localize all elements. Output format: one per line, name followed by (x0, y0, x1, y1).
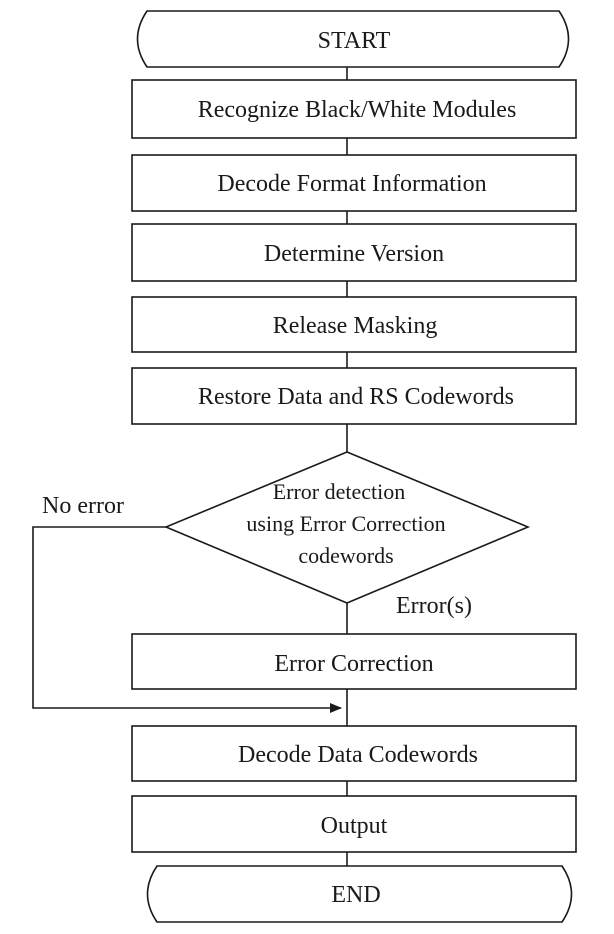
error-detection-decision: Error detection using Error Correction c… (163, 451, 531, 604)
step-correction-label: Error Correction (274, 651, 433, 677)
step-version-label: Determine Version (264, 241, 444, 267)
step-format-box (131, 154, 577, 212)
step-recognize-box (131, 79, 577, 139)
start-shape (136, 10, 570, 68)
step-masking-label: Release Masking (273, 313, 438, 339)
decision-line-3: codewords (298, 543, 393, 568)
step-decode-data-box (131, 725, 577, 782)
step-masking-box (131, 296, 577, 353)
step-restore-label: Restore Data and RS Codewords (198, 384, 514, 410)
step-recognize-label: Recognize Black/White Modules (198, 97, 517, 123)
step-decode-format: Decode Format Information (131, 154, 577, 212)
step-output-label: Output (321, 813, 388, 839)
step-output-box (131, 795, 577, 853)
decision-diamond (163, 451, 531, 604)
step-recognize-modules: Recognize Black/White Modules (131, 79, 577, 139)
step-decode-data: Decode Data Codewords (131, 725, 577, 782)
step-restore-box (131, 367, 577, 425)
end-terminator: END (146, 865, 573, 923)
start-terminator: START (136, 10, 570, 68)
step-restore-data: Restore Data and RS Codewords (131, 367, 577, 425)
step-release-masking: Release Masking (131, 296, 577, 353)
start-label: START (318, 28, 391, 54)
step-error-correction: Error Correction (131, 633, 577, 690)
no-error-bypass-line (32, 526, 342, 713)
end-shape (146, 865, 573, 923)
step-decode-data-label: Decode Data Codewords (238, 742, 478, 768)
step-format-label: Decode Format Information (217, 171, 486, 197)
errors-branch-label: Error(s) (396, 593, 472, 619)
end-label: END (331, 882, 380, 908)
no-error-branch-label: No error (42, 493, 124, 519)
decision-line-2: using Error Correction (246, 511, 445, 536)
step-correction-box (131, 633, 577, 690)
step-output: Output (131, 795, 577, 853)
step-version-box (131, 223, 577, 282)
step-determine-version: Determine Version (131, 223, 577, 282)
decision-line-1: Error detection (273, 479, 406, 504)
